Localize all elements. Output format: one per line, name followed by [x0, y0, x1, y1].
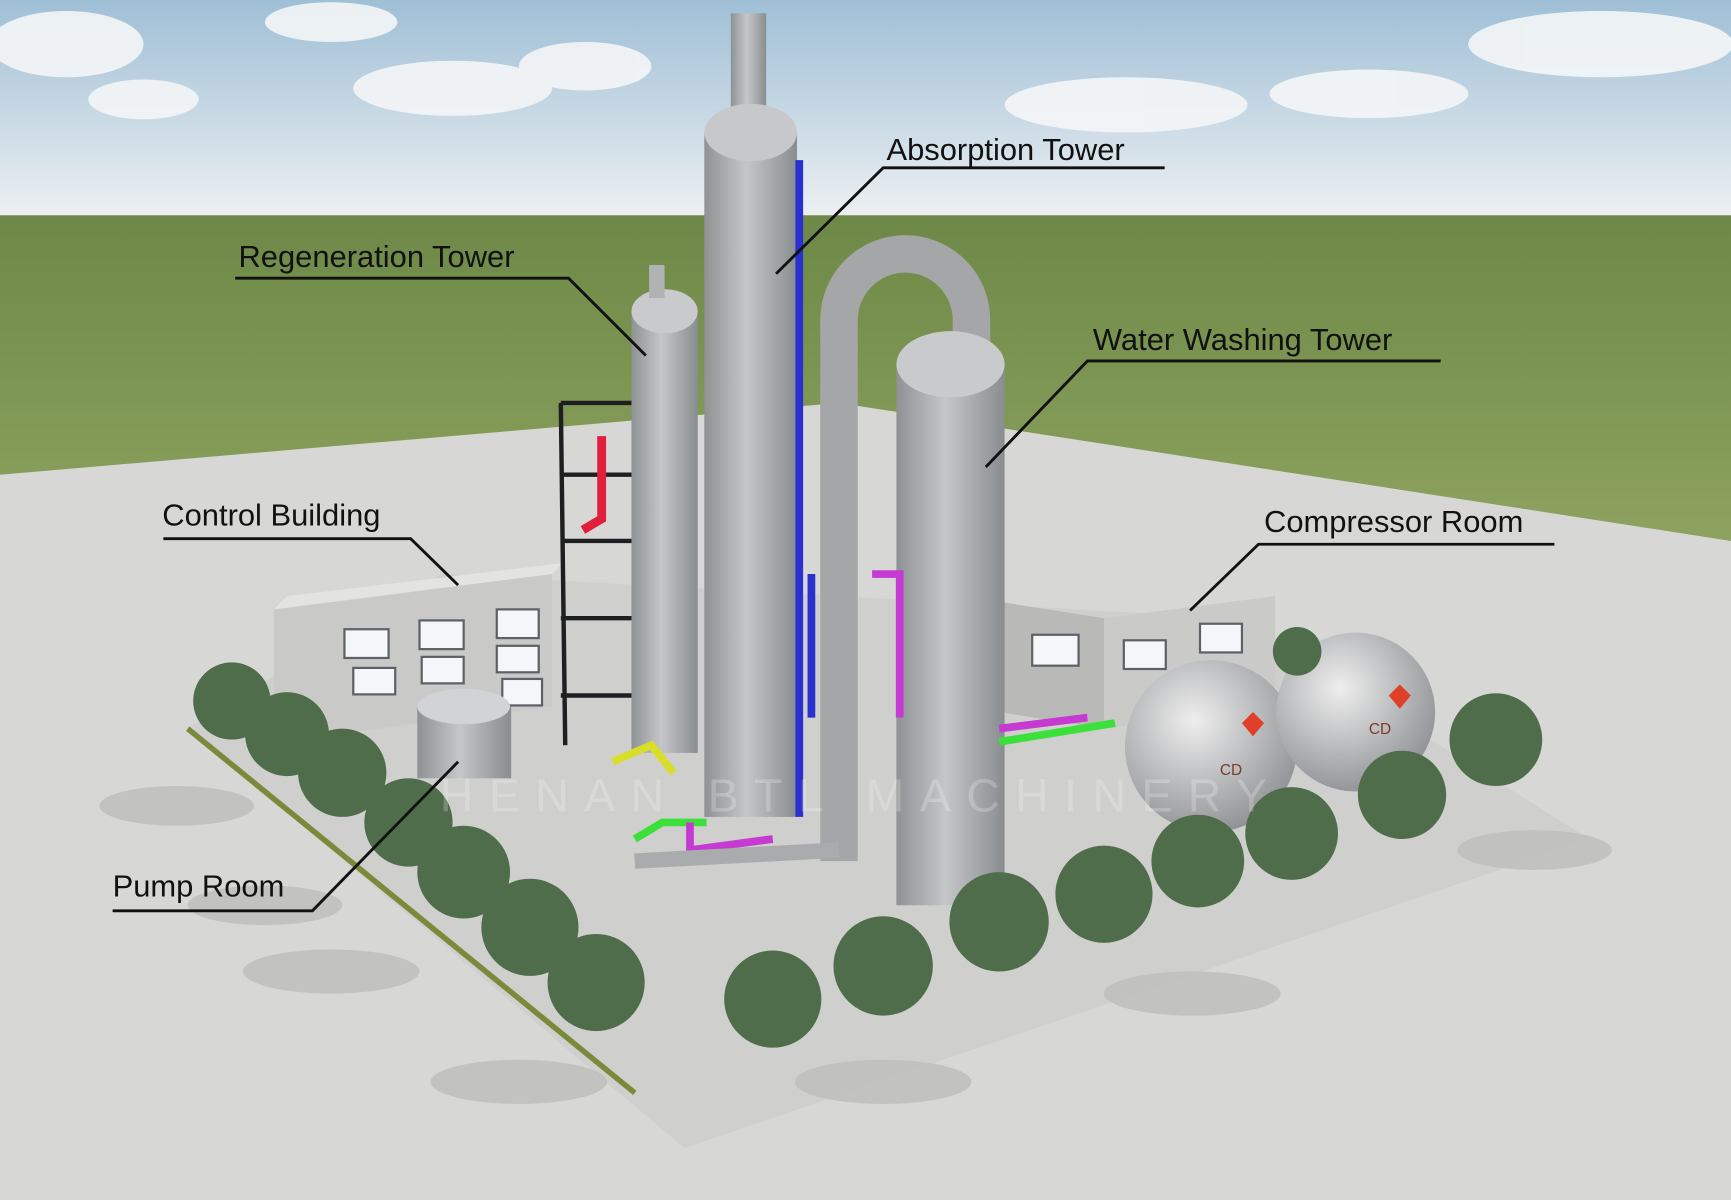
pump-room — [417, 688, 512, 779]
clouds — [0, 2, 1731, 133]
trees — [99, 627, 1612, 1104]
sky — [0, 0, 1731, 221]
label-compressor-room: Compressor Room — [1264, 504, 1523, 539]
callout-water-washing-tower: Water Washing Tower — [984, 322, 1441, 468]
label-pump-room: Pump Room — [113, 868, 285, 903]
label-control-building: Control Building — [162, 497, 380, 532]
callout-pump-room: Pump Room — [112, 760, 460, 913]
svg-text:CD: CD — [1369, 721, 1391, 738]
watermark: HENAN BTL MACHINERY — [440, 769, 1282, 821]
callout-regeneration-tower: Regeneration Tower — [235, 239, 647, 357]
red-pipe — [580, 436, 607, 534]
label-absorption-tower: Absorption Tower — [886, 132, 1124, 167]
water-washing-tower — [820, 235, 1005, 906]
site-edge — [185, 726, 637, 1096]
regeneration-tower — [631, 264, 698, 753]
label-water-washing-tower: Water Washing Tower — [1093, 322, 1392, 357]
absorption-tower — [704, 13, 804, 817]
callout-absorption-tower: Absorption Tower — [775, 132, 1165, 275]
callout-control-building: Control Building — [162, 497, 460, 587]
label-regeneration-tower: Regeneration Tower — [238, 239, 514, 274]
process-pipes — [611, 570, 1116, 869]
gas-sphere-1: CD — [1124, 660, 1298, 833]
svg-text:CD: CD — [1220, 762, 1242, 779]
callout-compressor-room: Compressor Room — [1189, 504, 1555, 612]
